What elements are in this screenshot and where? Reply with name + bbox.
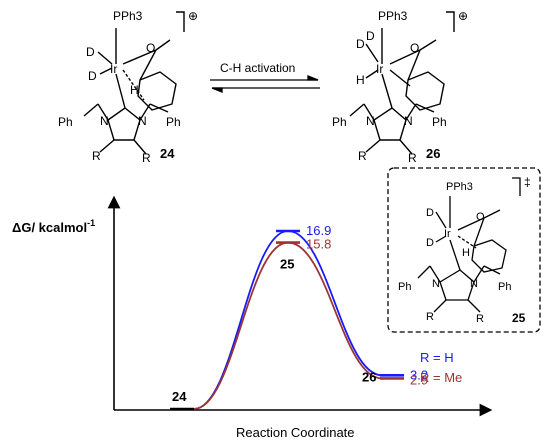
point-label-24: 24 bbox=[172, 389, 187, 404]
value-label-25-me: 15.8 bbox=[306, 237, 331, 252]
complex-25-number: 25 bbox=[512, 311, 526, 325]
complex-26-ph1: Ph bbox=[332, 115, 347, 129]
complex-25-r2: R bbox=[476, 313, 484, 325]
x-axis-label: Reaction Coordinate bbox=[236, 425, 355, 440]
complex-26-ligand: PPh3 bbox=[378, 9, 408, 23]
complex-26-charge: ⊕ bbox=[458, 9, 468, 23]
equilibrium-arrows bbox=[210, 75, 320, 93]
complex-26-o: O bbox=[410, 41, 419, 55]
y-axis-label-main: ΔG/ kcalmol bbox=[12, 220, 87, 235]
complex-25-o: O bbox=[476, 211, 485, 223]
complex-25-n2: N bbox=[470, 278, 478, 290]
legend-me: R = Me bbox=[420, 370, 462, 385]
plot-area: 16.9 3.2 R = H 15.8 2.9R = Me 24 25 26 bbox=[170, 223, 462, 411]
complex-24-n1: N bbox=[100, 114, 109, 128]
complex-24-ligand: PPh3 bbox=[113, 9, 143, 23]
y-axis-label: ΔG/ kcalmol-1 bbox=[12, 218, 95, 235]
complex-24-charge: ⊕ bbox=[188, 9, 198, 23]
complex-24-ir: Ir bbox=[110, 62, 117, 76]
complex-26-h: H bbox=[356, 73, 365, 87]
complex-24-n2: N bbox=[138, 114, 147, 128]
complex-25-d2: D bbox=[426, 237, 434, 249]
arrow-label: C-H activation bbox=[220, 61, 295, 75]
complex-25-r1: R bbox=[426, 311, 434, 323]
complex-24-h: H bbox=[130, 83, 139, 97]
complex-25-d1: D bbox=[426, 207, 434, 219]
complex-25-h: H bbox=[462, 247, 470, 259]
complex-26-n1: N bbox=[366, 114, 375, 128]
point-label-25: 25 bbox=[280, 257, 294, 272]
complex-26-number: 26 bbox=[426, 146, 440, 161]
complex-26 bbox=[349, 28, 445, 155]
ts-inset-box bbox=[387, 167, 541, 333]
complex-25 bbox=[417, 196, 507, 313]
complex-26-r2: R bbox=[408, 151, 417, 165]
value-label-26-h: 3.2 bbox=[410, 367, 428, 382]
complex-26-d1: D bbox=[356, 37, 365, 51]
complex-26-ir: Ir bbox=[376, 62, 383, 76]
complex-25-ir: Ir bbox=[444, 228, 451, 240]
complex-26-ph2: Ph bbox=[432, 115, 447, 129]
complex-26-n2: N bbox=[404, 114, 413, 128]
complex-26-r1: R bbox=[358, 149, 367, 163]
value-label-25-h: 16.9 bbox=[306, 223, 331, 238]
complex-24-ph2: Ph bbox=[166, 115, 181, 129]
value-label-26-me: 2.9 bbox=[410, 372, 428, 387]
complex-24-bracket bbox=[176, 11, 185, 32]
complex-26-d2: D bbox=[366, 29, 375, 43]
complex-25-ligand: PPh3 bbox=[446, 181, 473, 193]
y-axis-label-sup: -1 bbox=[87, 218, 95, 228]
complex-24-d1: D bbox=[86, 45, 95, 59]
complex-24-r2: R bbox=[142, 151, 151, 165]
legend-h: R = H bbox=[420, 350, 454, 365]
complex-24 bbox=[83, 28, 177, 155]
complex-25-ph1: Ph bbox=[398, 281, 411, 293]
complex-25-charge: ‡ bbox=[524, 175, 531, 189]
complex-25-n1: N bbox=[432, 278, 440, 290]
complex-24-o: O bbox=[146, 41, 155, 55]
complex-24-r1: R bbox=[92, 149, 101, 163]
complex-24-number: 24 bbox=[160, 146, 175, 161]
complex-26-bracket bbox=[446, 11, 455, 32]
complex-24-ph1: Ph bbox=[58, 115, 73, 129]
point-label-26: 26 bbox=[362, 369, 376, 384]
complex-24-d2: D bbox=[88, 69, 97, 83]
complex-25-ph2: Ph bbox=[498, 281, 511, 293]
complex-25-bracket bbox=[512, 177, 521, 196]
